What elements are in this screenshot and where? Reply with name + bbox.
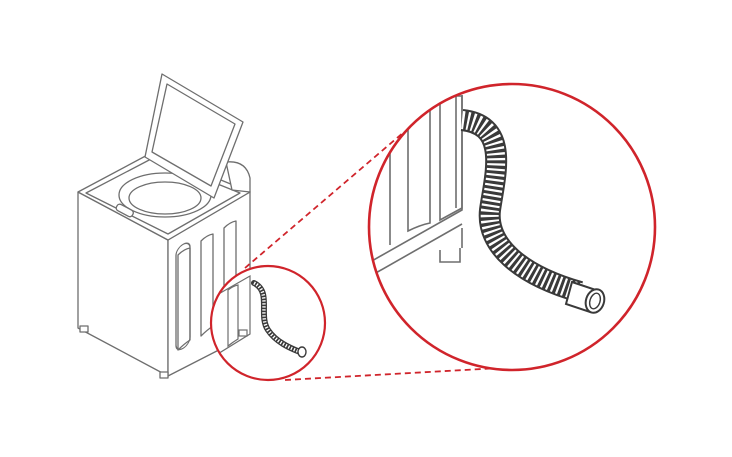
small-callout-circle [209, 264, 327, 382]
callout-connector-lines [244, 131, 501, 381]
drain-hose-icon-large [459, 109, 606, 314]
drain-hose-icon-small [251, 280, 307, 358]
magnifier-callout-icon [367, 82, 657, 372]
